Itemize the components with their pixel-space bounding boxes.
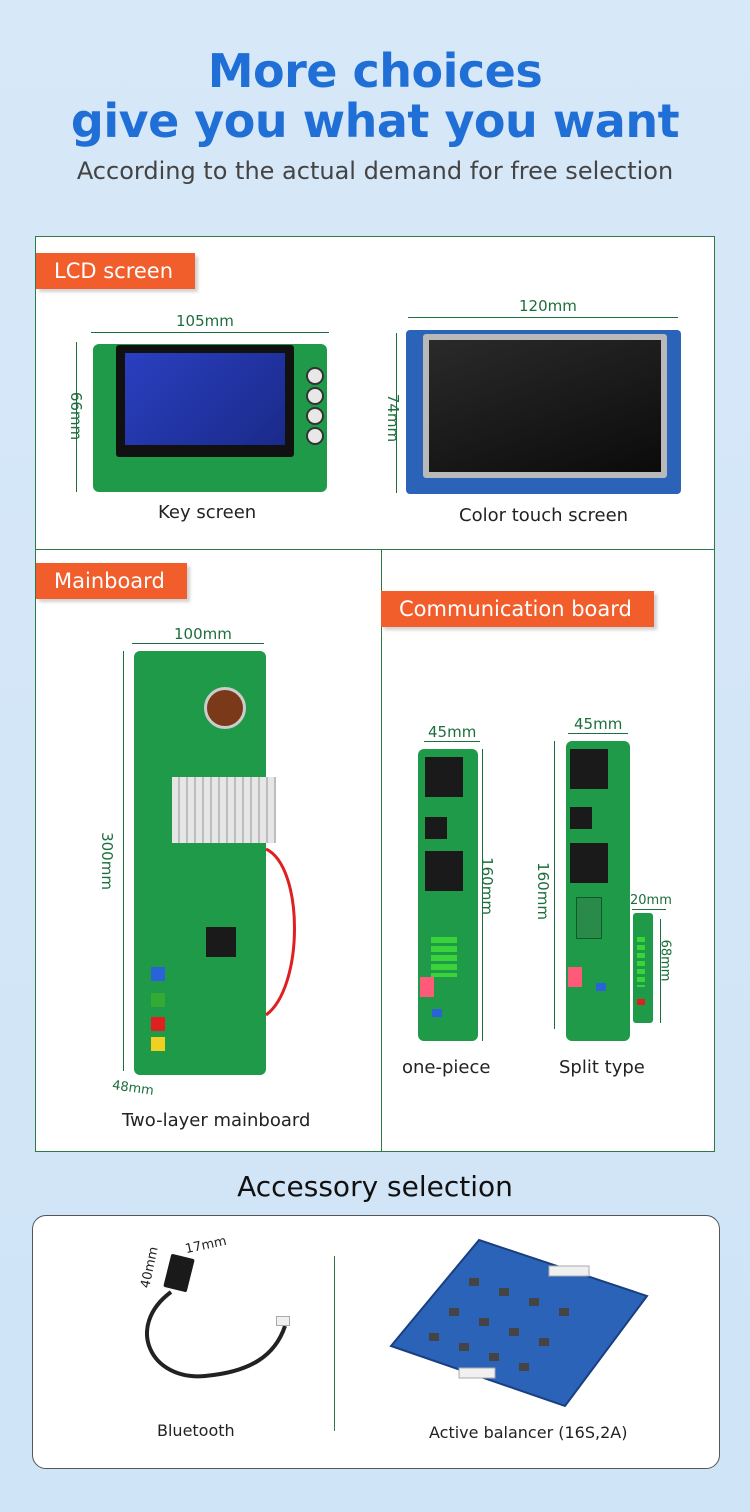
mainboard-pcb bbox=[134, 651, 266, 1075]
mainboard-heatsink bbox=[172, 777, 276, 843]
divider-vertical bbox=[381, 549, 382, 1151]
communication-board-tag: Communication board bbox=[381, 591, 654, 627]
touch-screen-width-label: 120mm bbox=[519, 297, 577, 315]
one-piece-height-label: 160mm bbox=[477, 857, 496, 915]
mainboard-tag: Mainboard bbox=[36, 563, 187, 599]
lcd-screen-tag: LCD screen bbox=[36, 253, 196, 289]
key-screen-height-label: 66mm bbox=[67, 391, 86, 441]
split-height-label: 160mm bbox=[533, 862, 552, 920]
divider-horizontal bbox=[36, 549, 714, 550]
touch-screen-height-label: 74mm bbox=[384, 393, 403, 443]
mainboard-caption: Two-layer mainboard bbox=[122, 1110, 311, 1131]
split-width-label: 45mm bbox=[574, 715, 623, 733]
subtitle: According to the actual demand for free … bbox=[76, 157, 674, 185]
touch-screen-display bbox=[429, 340, 661, 472]
product-frame: LCD screen 105mm 66mm Key screen 120mm 7… bbox=[35, 236, 715, 1152]
key-screen-caption: Key screen bbox=[158, 502, 257, 523]
mainboard-depth-label: 48mm bbox=[111, 1078, 155, 1099]
accessory-divider bbox=[334, 1256, 335, 1431]
touch-screen-caption: Color touch screen bbox=[459, 505, 629, 526]
accessory-panel: 17mm 40mm Bluetooth Active balancer (16S… bbox=[32, 1215, 720, 1469]
headline-line-2: give you what you want bbox=[70, 94, 680, 148]
mainboard-height-label: 300mm bbox=[97, 832, 116, 890]
mainboard-width-label: 100mm bbox=[174, 625, 232, 643]
one-piece-caption: one-piece bbox=[402, 1057, 491, 1078]
balancer-pcb bbox=[389, 1238, 649, 1408]
split-pcb bbox=[566, 741, 630, 1041]
key-screen-width-label: 105mm bbox=[176, 312, 234, 330]
headline-line-1: More choices bbox=[207, 44, 543, 98]
split-small-width-label: 20mm bbox=[630, 893, 672, 908]
split-caption: Split type bbox=[559, 1057, 645, 1078]
bluetooth-caption: Bluetooth bbox=[157, 1421, 235, 1440]
bluetooth-cable bbox=[145, 1290, 287, 1379]
split-small-height-label: 68mm bbox=[657, 939, 673, 982]
bluetooth-width-label: 17mm bbox=[183, 1233, 228, 1258]
balancer-caption: Active balancer (16S,2A) bbox=[429, 1423, 628, 1442]
mainboard-inductor bbox=[204, 687, 246, 729]
mainboard-cable bbox=[265, 847, 296, 1017]
accessory-title: Accessory selection bbox=[237, 1170, 513, 1203]
mainboard-chip bbox=[206, 927, 236, 957]
one-piece-width-label: 45mm bbox=[428, 723, 477, 741]
key-screen-display bbox=[125, 353, 285, 445]
bluetooth-height-label: 40mm bbox=[138, 1245, 162, 1290]
